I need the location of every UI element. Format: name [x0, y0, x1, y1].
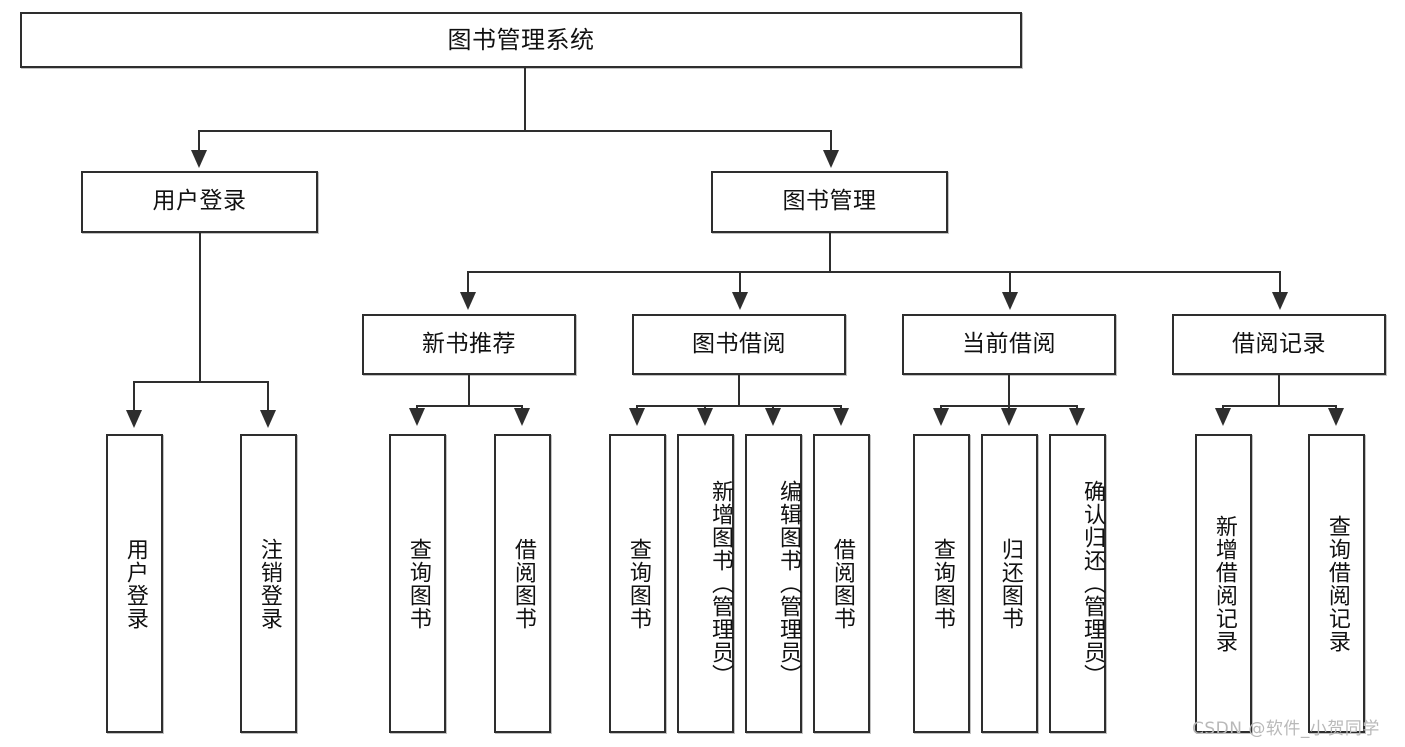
node-label: 归还图书: [997, 537, 1023, 630]
leaf-borrow-book-recommend[interactable]: 借阅图书: [494, 434, 551, 733]
edge-group1-stem: [738, 375, 740, 407]
node-label: 借阅图书: [510, 537, 536, 630]
node-label: 注销登录: [256, 537, 282, 630]
edge-group1-bus: [636, 405, 842, 407]
node-label: 当前借阅: [962, 330, 1056, 357]
arrow-group1-to-leaf3: [833, 408, 849, 426]
node-group-book-borrow[interactable]: 图书借阅: [632, 314, 846, 375]
edge-userlogin-bus: [133, 381, 267, 383]
node-label: 新增图书（管理员）: [708, 480, 733, 687]
node-root[interactable]: 图书管理系统: [20, 12, 1022, 68]
leaf-query-book-current[interactable]: 查询图书: [913, 434, 970, 733]
node-label: 新书推荐: [422, 330, 516, 357]
arrow-userlogin-to-leaf0: [126, 410, 142, 428]
leaf-borrow-book-borrow[interactable]: 借阅图书: [813, 434, 870, 733]
arrow-group3-to-leaf0: [1215, 408, 1231, 426]
node-label: 查询借阅记录: [1324, 514, 1350, 653]
edge-group3-stem: [1278, 375, 1280, 407]
arrow-bookmgmt-to-group1: [732, 292, 748, 310]
leaf-query-borrow-record[interactable]: 查询借阅记录: [1308, 434, 1365, 733]
edge-group3-bus: [1222, 405, 1336, 407]
arrow-userlogin-to-leaf1: [260, 410, 276, 428]
arrow-group0-to-leaf1: [514, 408, 530, 426]
node-label: 确认归还（管理员）: [1080, 480, 1105, 687]
edge-bookmgmt-to-group0: [467, 271, 469, 295]
node-label: 图书管理: [782, 188, 877, 215]
edge-bookmgmt-to-group1: [739, 271, 741, 295]
edge-userlogin-to-leaf0: [133, 381, 135, 413]
arrow-root-to-branch0: [191, 150, 207, 168]
node-group-new-book-recommend[interactable]: 新书推荐: [362, 314, 576, 375]
node-branch-user-login[interactable]: 用户登录: [81, 171, 318, 233]
edge-bookmgmt-stem: [829, 233, 831, 273]
leaf-add-book-admin[interactable]: 新增图书（管理员）: [677, 434, 734, 733]
node-label: 图书借阅: [692, 330, 786, 357]
arrow-root-to-branch1: [823, 150, 839, 168]
node-label: 用户登录: [122, 537, 148, 630]
node-label: 借阅图书: [829, 537, 855, 630]
arrow-group2-to-leaf1: [1001, 408, 1017, 426]
arrow-group0-to-leaf0: [409, 408, 425, 426]
node-label: 图书管理系统: [447, 25, 595, 54]
node-group-borrow-record[interactable]: 借阅记录: [1172, 314, 1386, 375]
node-label: 查询图书: [625, 537, 651, 630]
node-branch-book-management[interactable]: 图书管理: [711, 171, 948, 233]
leaf-add-borrow-record[interactable]: 新增借阅记录: [1195, 434, 1252, 733]
arrow-group3-to-leaf1: [1328, 408, 1344, 426]
leaf-return-book[interactable]: 归还图书: [981, 434, 1038, 733]
node-label: 编辑图书（管理员）: [776, 480, 801, 687]
edge-root-stem: [524, 68, 526, 130]
edge-bookmgmt-to-group2: [1009, 271, 1011, 295]
leaf-user-logout[interactable]: 注销登录: [240, 434, 297, 733]
edge-group2-stem: [1008, 375, 1010, 407]
edge-group0-bus: [416, 405, 522, 407]
edge-root-to-branch0: [198, 130, 200, 152]
edge-root-bus: [198, 130, 832, 132]
edge-bookmgmt-bus: [467, 271, 1280, 273]
leaf-confirm-return-admin[interactable]: 确认归还（管理员）: [1049, 434, 1106, 733]
node-label: 查询图书: [405, 537, 431, 630]
leaf-user-login[interactable]: 用户登录: [106, 434, 163, 733]
arrow-bookmgmt-to-group2: [1002, 292, 1018, 310]
arrow-group1-to-leaf2: [765, 408, 781, 426]
arrow-bookmgmt-to-group3: [1272, 292, 1288, 310]
node-label: 新增借阅记录: [1211, 514, 1237, 653]
arrow-group2-to-leaf0: [933, 408, 949, 426]
edge-userlogin-stem: [199, 233, 201, 383]
node-label: 借阅记录: [1232, 330, 1326, 357]
arrow-group2-to-leaf2: [1069, 408, 1085, 426]
arrow-group1-to-leaf1: [697, 408, 713, 426]
edge-bookmgmt-to-group3: [1279, 271, 1281, 295]
edge-root-to-branch1: [830, 130, 832, 152]
arrow-group1-to-leaf0: [629, 408, 645, 426]
edge-userlogin-to-leaf1: [267, 381, 269, 413]
arrow-bookmgmt-to-group0: [460, 292, 476, 310]
leaf-query-book-recommend[interactable]: 查询图书: [389, 434, 446, 733]
node-label: 查询图书: [929, 537, 955, 630]
node-label: 用户登录: [152, 188, 247, 215]
leaf-query-book-borrow[interactable]: 查询图书: [609, 434, 666, 733]
edge-group0-stem: [468, 375, 470, 407]
leaf-edit-book-admin[interactable]: 编辑图书（管理员）: [745, 434, 802, 733]
watermark: CSDN @软件_小贺同学: [1192, 719, 1380, 739]
node-group-current-borrow[interactable]: 当前借阅: [902, 314, 1116, 375]
